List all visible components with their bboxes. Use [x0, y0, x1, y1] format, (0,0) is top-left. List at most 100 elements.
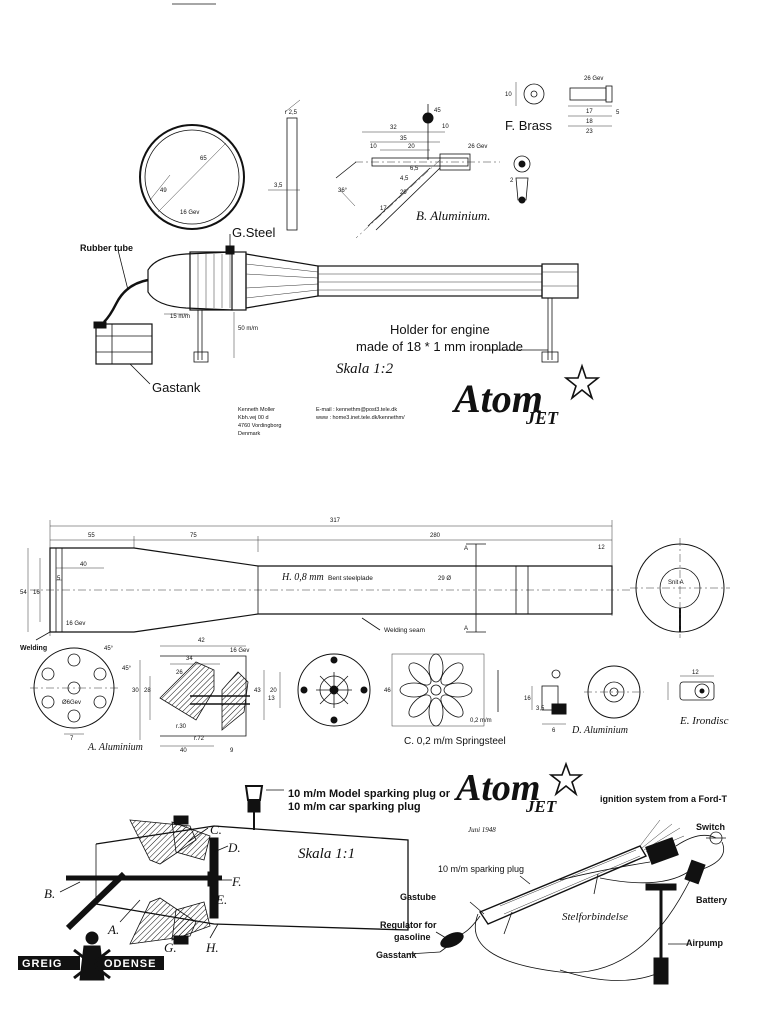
- label-stelforbindelse: Stelforbindelse: [562, 911, 628, 923]
- svg-text:16: 16: [524, 696, 531, 702]
- svg-text:JET: JET: [525, 408, 559, 428]
- dim-280: 280: [430, 533, 441, 539]
- label-b-aluminium: B. Aluminium.: [416, 208, 491, 223]
- part-d-aluminium: 16 3,5 6: [524, 665, 644, 734]
- svg-text:35: 35: [400, 136, 407, 142]
- svg-text:28: 28: [144, 688, 151, 694]
- svg-text:3,5: 3,5: [536, 706, 545, 712]
- section-mark-a-top: A: [464, 546, 468, 552]
- part-g-steel-ring: 65 49 16 Gev r 2,5 3,5: [139, 99, 301, 231]
- dim-29-dia: 29 Ø: [438, 576, 451, 582]
- callout-h: H.: [205, 940, 219, 955]
- svg-text:JET: JET: [525, 797, 557, 816]
- svg-text:10: 10: [505, 92, 512, 98]
- label-g-steel: G.Steel: [232, 225, 275, 240]
- svg-text:26 Gev: 26 Gev: [584, 76, 603, 82]
- label-plug-line2: 10 m/m car sparking plug: [288, 801, 421, 813]
- svg-text:32: 32: [390, 125, 397, 131]
- label-a-aluminium: A. Aluminium: [87, 742, 143, 753]
- label-d-aluminium: D. Aluminium: [571, 725, 628, 736]
- end-view-section-a: [630, 538, 730, 638]
- svg-text:6: 6: [552, 728, 556, 734]
- svg-text:43: 43: [254, 688, 261, 694]
- atom-jet-logo-bottom: Atom JET: [454, 761, 584, 816]
- svg-text:26: 26: [176, 670, 183, 676]
- svg-text:29: 29: [400, 190, 407, 196]
- label-battery: Battery: [696, 895, 727, 905]
- author-block: Kenneth Moller Kbh.vej 00 d 4760 Vording…: [238, 407, 405, 437]
- greig-odense-logo: GREIG ODENSE: [18, 931, 164, 981]
- callout-e: E.: [215, 892, 227, 907]
- svg-text:r 2,5: r 2,5: [285, 110, 298, 116]
- label-ignition-title: ignition system from a Ford-T: [600, 794, 728, 804]
- label-gastank: Gastank: [152, 380, 201, 395]
- author-web: www : home3.inet.tele.dk/kennethm/: [315, 415, 405, 421]
- middle-tube-drawing: [27, 520, 630, 641]
- callout-g: G.: [164, 940, 177, 955]
- svg-text:49: 49: [160, 188, 167, 194]
- author-email: E-mail : kennethm@post3.tele.dk: [316, 407, 397, 413]
- label-bent-steel: Bent steelplade: [328, 575, 373, 582]
- svg-text:Ø6Gev: Ø6Gev: [62, 700, 81, 706]
- callout-a: A.: [107, 922, 119, 937]
- svg-text:17: 17: [380, 206, 387, 212]
- author-name: Kenneth Moller: [238, 407, 275, 413]
- svg-text:23: 23: [586, 129, 593, 135]
- label-gastube: Gastube: [400, 892, 436, 902]
- svg-text:r.30: r.30: [176, 724, 187, 730]
- svg-text:16 Gev: 16 Gev: [180, 210, 199, 216]
- svg-text:26 Gev: 26 Gev: [468, 144, 487, 150]
- author-city: 4760 Vordingborg: [238, 423, 281, 429]
- svg-text:45°: 45°: [104, 646, 114, 652]
- dim-54: 54: [20, 590, 27, 596]
- svg-text:0,2 m/m: 0,2 m/m: [470, 718, 492, 724]
- dim-55: 55: [88, 533, 95, 539]
- part-b-injector: 32 35 10 20 10 45 26 Gev 36° 17 29 4,5 6…: [335, 104, 500, 239]
- svg-text:40: 40: [180, 748, 187, 754]
- svg-text:Atom: Atom: [451, 376, 543, 421]
- label-scale-top: Skala 1:2: [336, 361, 394, 377]
- label-gasstank: Gasstank: [376, 950, 418, 960]
- author-street: Kbh.vej 00 d: [238, 415, 269, 421]
- svg-text:5: 5: [616, 110, 620, 116]
- svg-text:45: 45: [434, 108, 441, 114]
- label-regulator-line2: gasoline: [394, 932, 431, 942]
- part-disc-rosette: 20: [270, 653, 371, 727]
- svg-text:20: 20: [408, 144, 415, 150]
- label-plug-line1: 10 m/m Model sparking plug or: [288, 788, 451, 800]
- svg-text:13: 13: [268, 696, 275, 702]
- label-welding: Welding: [20, 645, 47, 652]
- label-h-tube: H. 0,8 mm: [281, 572, 324, 583]
- bottom-engine-assembly: [59, 785, 409, 945]
- svg-text:ODENSE: ODENSE: [104, 958, 156, 970]
- svg-text:3,5: 3,5: [274, 183, 283, 189]
- svg-text:34: 34: [186, 656, 193, 662]
- label-rubber-tube: Rubber tube: [80, 243, 133, 253]
- svg-text:45°: 45°: [122, 666, 132, 672]
- part-c-flower-valve: 46 0,2 m/m: [384, 653, 499, 727]
- label-sparking-plug: 10 m/m sparking plug: [438, 864, 524, 874]
- dim-total-317: 317: [330, 518, 341, 524]
- end-view-label: Snit A: [668, 580, 684, 586]
- label-scale-bottom: Skala 1:1: [298, 846, 355, 862]
- label-welding-seam: Welding seam: [384, 627, 425, 634]
- callout-b: B.: [44, 886, 55, 901]
- label-holder-line2: made of 18 * 1 mm ironplade: [356, 339, 523, 354]
- atom-jet-logo-top: Atom JET: [451, 363, 601, 428]
- callout-d: D.: [227, 840, 241, 855]
- label-holder-line1: Holder for engine: [390, 322, 490, 337]
- dim-16: 16: [33, 590, 40, 596]
- svg-text:36°: 36°: [338, 188, 348, 194]
- label-airpump: Airpump: [686, 938, 724, 948]
- svg-text:17: 17: [586, 109, 593, 115]
- svg-text:16 Gev: 16 Gev: [230, 648, 249, 654]
- svg-text:2: 2: [510, 178, 514, 184]
- part-a-disc: Ø6Gev 45° 45° 7: [30, 646, 132, 742]
- svg-text:42: 42: [198, 638, 205, 644]
- svg-text:12: 12: [692, 670, 699, 676]
- part-a-section: 42 34 26 16 Gev 40 9 r.30 r.72 30 28 43 …: [132, 638, 275, 754]
- dim-12: 12: [598, 545, 605, 551]
- top-engine-assembly: [93, 234, 579, 385]
- svg-text:46: 46: [384, 688, 391, 694]
